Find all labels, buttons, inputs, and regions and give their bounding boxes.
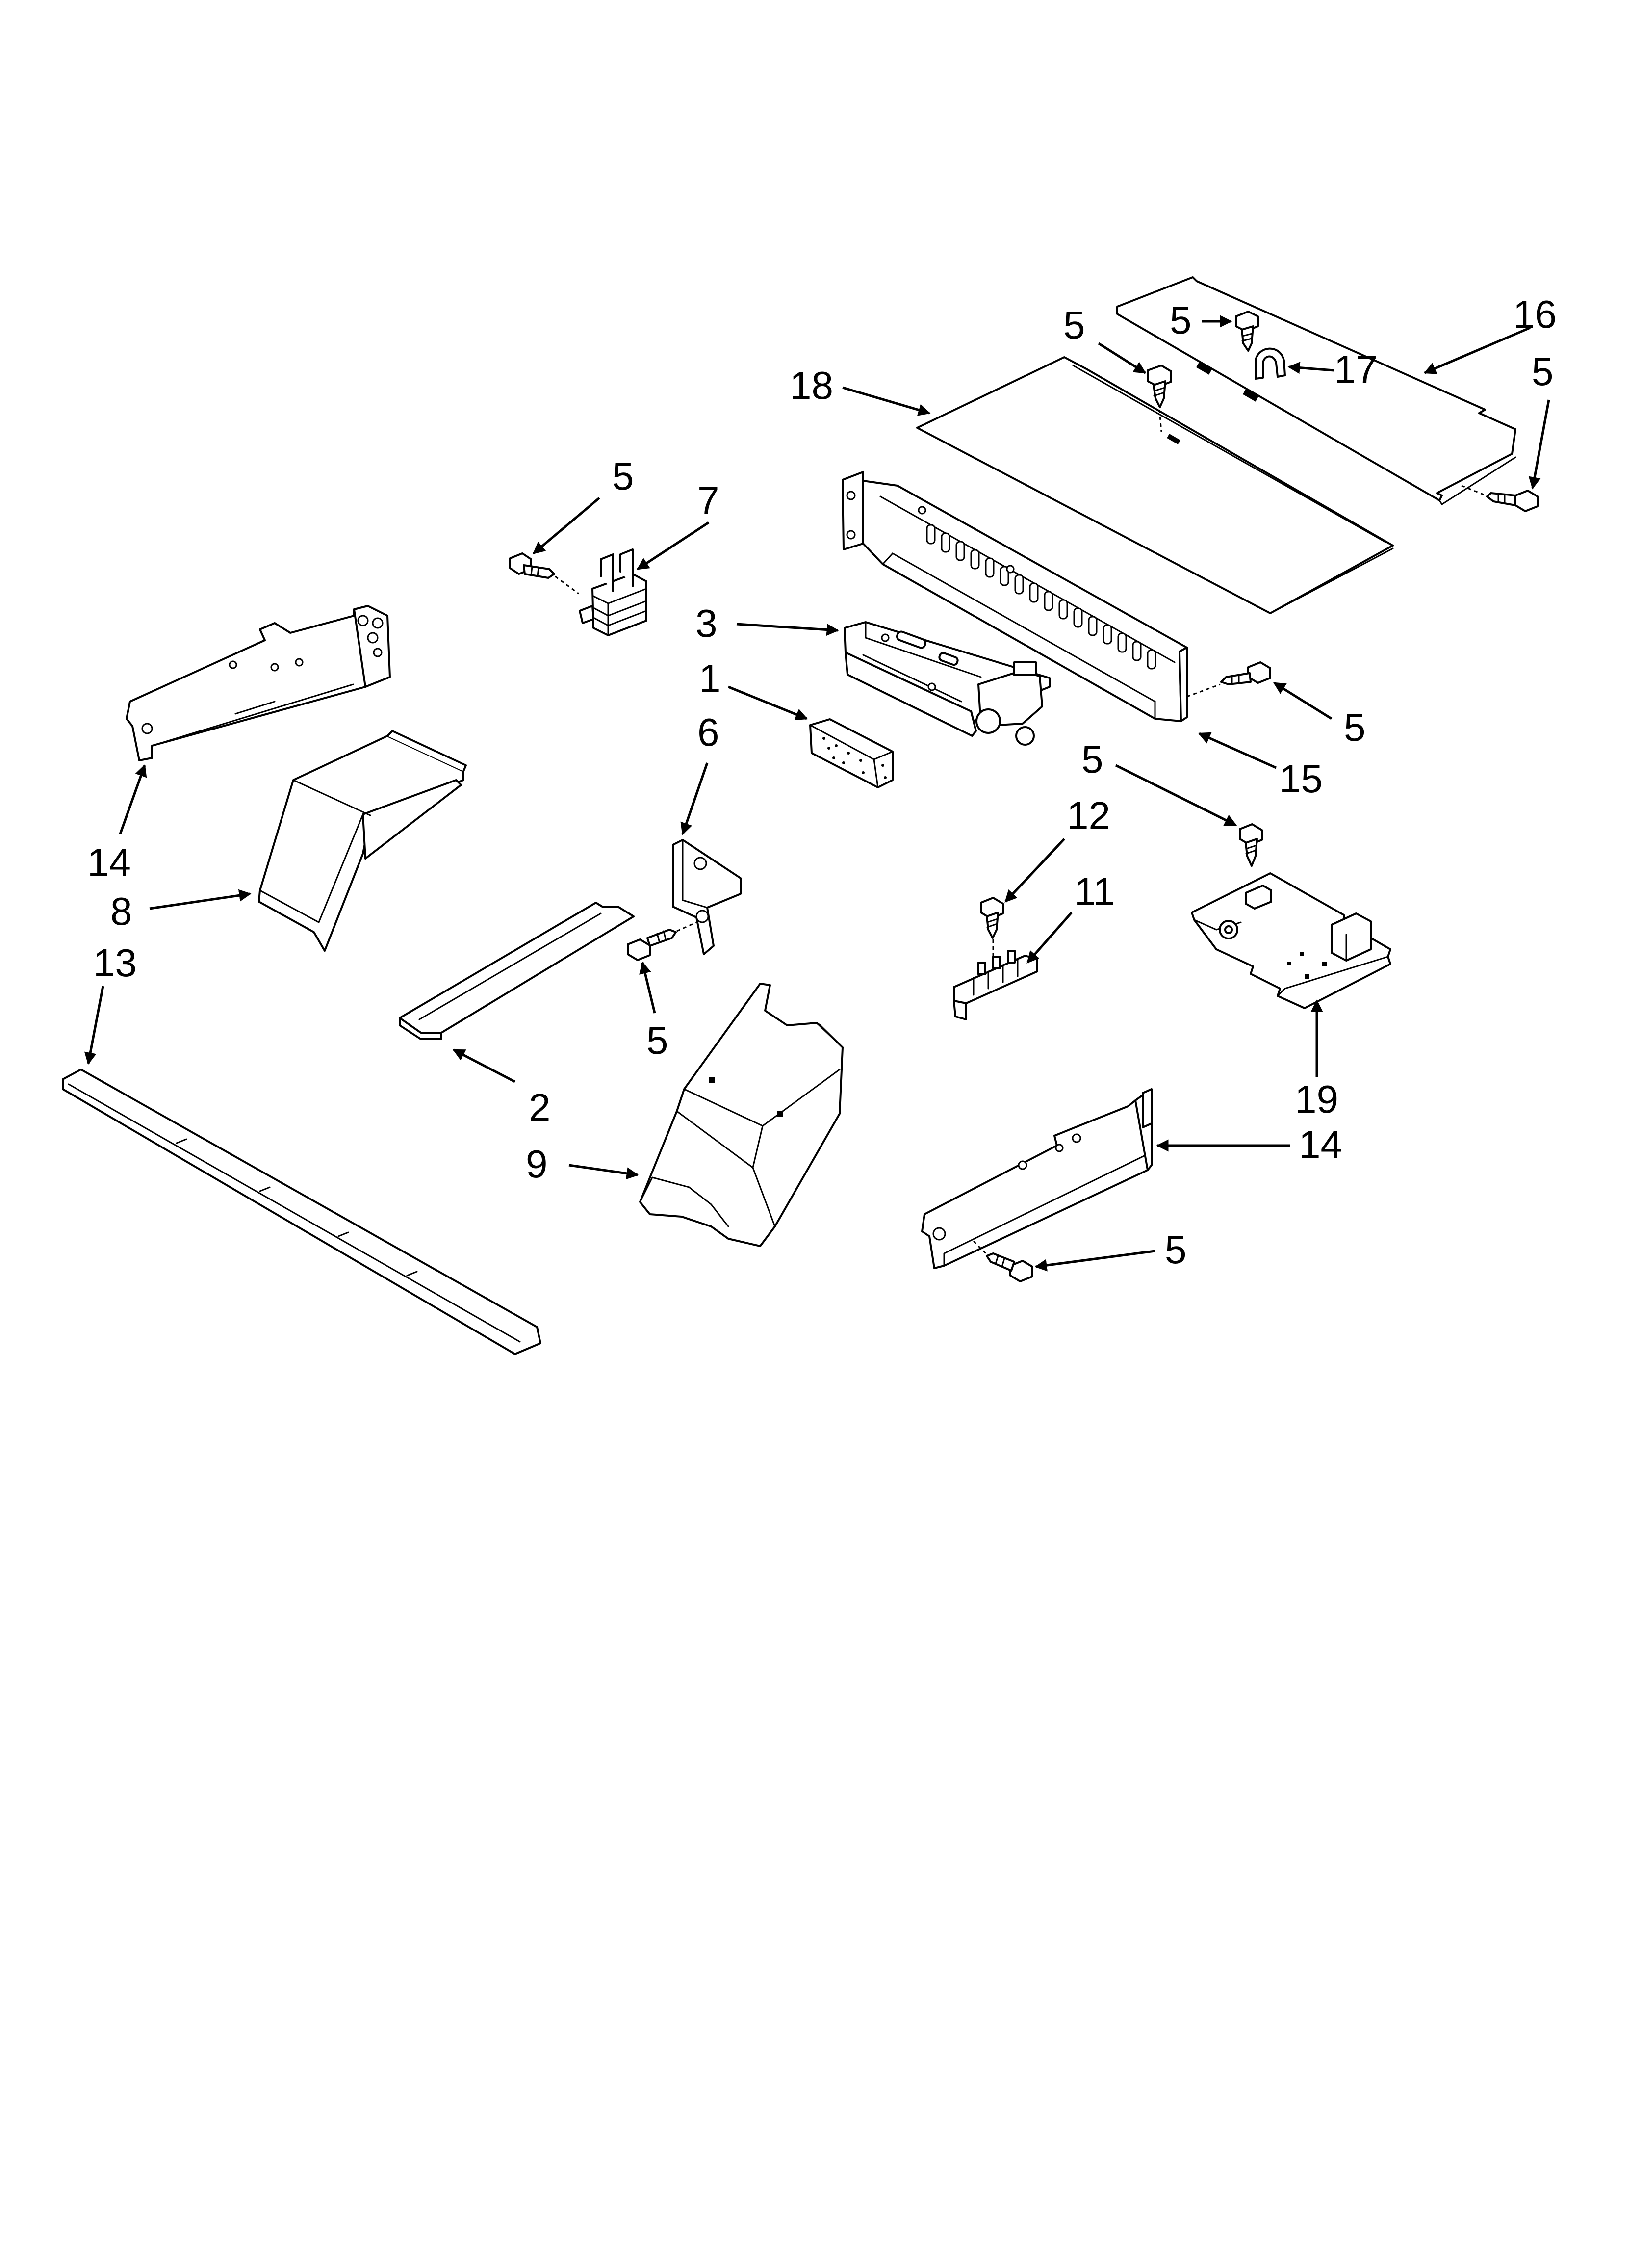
part-19-board-assembly [1191, 872, 1391, 1009]
leader-9 [568, 1164, 639, 1180]
leader-11 [1026, 912, 1073, 964]
callout-5-cover-right: 5 [1532, 350, 1554, 393]
leader-3 [736, 623, 839, 636]
screw-5-terminal-block [509, 552, 579, 595]
callout-8: 8 [110, 889, 132, 933]
screw-5-panel-cover [1147, 365, 1172, 432]
leader-7 [636, 521, 710, 571]
leader-18 [842, 386, 931, 416]
part-2-channel [399, 902, 635, 1040]
leader-12 [1004, 838, 1065, 903]
leader-5-rear [1273, 681, 1333, 720]
part-18-control-panel-cover [916, 356, 1394, 614]
leader-8 [149, 889, 252, 910]
part-3-latch-assembly [844, 621, 1051, 746]
callout-14-left: 14 [87, 840, 131, 884]
screw-5-cover-right [1461, 485, 1539, 512]
insulation-texture [822, 737, 887, 779]
callout-labels: 5 5 16 17 5 18 5 7 3 1 5 15 6 14 8 13 5 … [87, 292, 1557, 1272]
callout-5-bracket-6: 5 [646, 1018, 668, 1062]
slot-row [926, 524, 1156, 670]
part-12-screw [980, 897, 1004, 963]
callout-5-rear: 5 [1344, 705, 1366, 749]
callout-15: 15 [1279, 757, 1323, 801]
callout-3: 3 [695, 601, 718, 645]
callout-5-board: 5 [1081, 737, 1103, 781]
leader-15 [1198, 732, 1277, 769]
leader-5-panel-cover [1098, 342, 1147, 374]
callout-14-right: 14 [1299, 1122, 1342, 1166]
part-6-bracket [672, 839, 742, 955]
leader-1 [728, 685, 808, 721]
callout-5-cover-top: 5 [1170, 298, 1192, 342]
callout-5-panel-cover: 5 [1063, 303, 1085, 347]
callout-17: 17 [1334, 347, 1378, 391]
part-11-terminal-strip [953, 950, 1038, 1020]
part-13-trim [62, 1069, 541, 1355]
leader-5-bracket-14 [1034, 1250, 1155, 1272]
part-16-top-cover [1116, 276, 1516, 506]
leader-13 [84, 986, 104, 1065]
leader-5-terminal [533, 497, 600, 554]
leader-5-cover-right [1528, 399, 1550, 490]
callout-7: 7 [697, 479, 719, 522]
callout-2: 2 [529, 1086, 551, 1129]
part-14-side-bracket-right [921, 1088, 1153, 1269]
screw-5-board [1239, 823, 1263, 867]
leader-17 [1287, 362, 1334, 374]
leader-lines [84, 315, 1550, 1272]
callout-5-terminal: 5 [612, 454, 634, 498]
callout-6: 6 [697, 710, 719, 754]
leader-16 [1423, 326, 1531, 374]
leader-2 [452, 1048, 516, 1083]
part-1-insulation [809, 718, 894, 788]
leader-14-left [119, 764, 147, 834]
callout-16: 16 [1513, 292, 1557, 336]
part-8-vent-duct [258, 730, 467, 952]
part-9-air-duct [639, 983, 844, 1247]
part-15-rear-bracket [842, 471, 1188, 722]
leader-5-bracket-6 [639, 961, 656, 1014]
part-17-clip [1255, 347, 1286, 380]
leader-6 [680, 762, 709, 835]
callout-18: 18 [790, 364, 833, 407]
screw-5-bracket-6 [627, 921, 697, 961]
part-7-terminal-block [579, 548, 647, 636]
callout-11: 11 [1074, 870, 1115, 913]
callout-19: 19 [1295, 1077, 1338, 1121]
callout-5-bracket-14: 5 [1165, 1228, 1187, 1272]
callout-1: 1 [699, 656, 721, 700]
callout-12: 12 [1067, 794, 1110, 837]
callout-13: 13 [93, 941, 137, 985]
screw-5-rear-bracket [1186, 661, 1271, 698]
screw-5-cover-top [1235, 311, 1259, 352]
screw-5-bracket-14 [973, 1240, 1033, 1282]
leader-5-board [1115, 764, 1237, 827]
part-14-side-bracket-left [126, 605, 391, 761]
callout-9: 9 [526, 1142, 548, 1186]
